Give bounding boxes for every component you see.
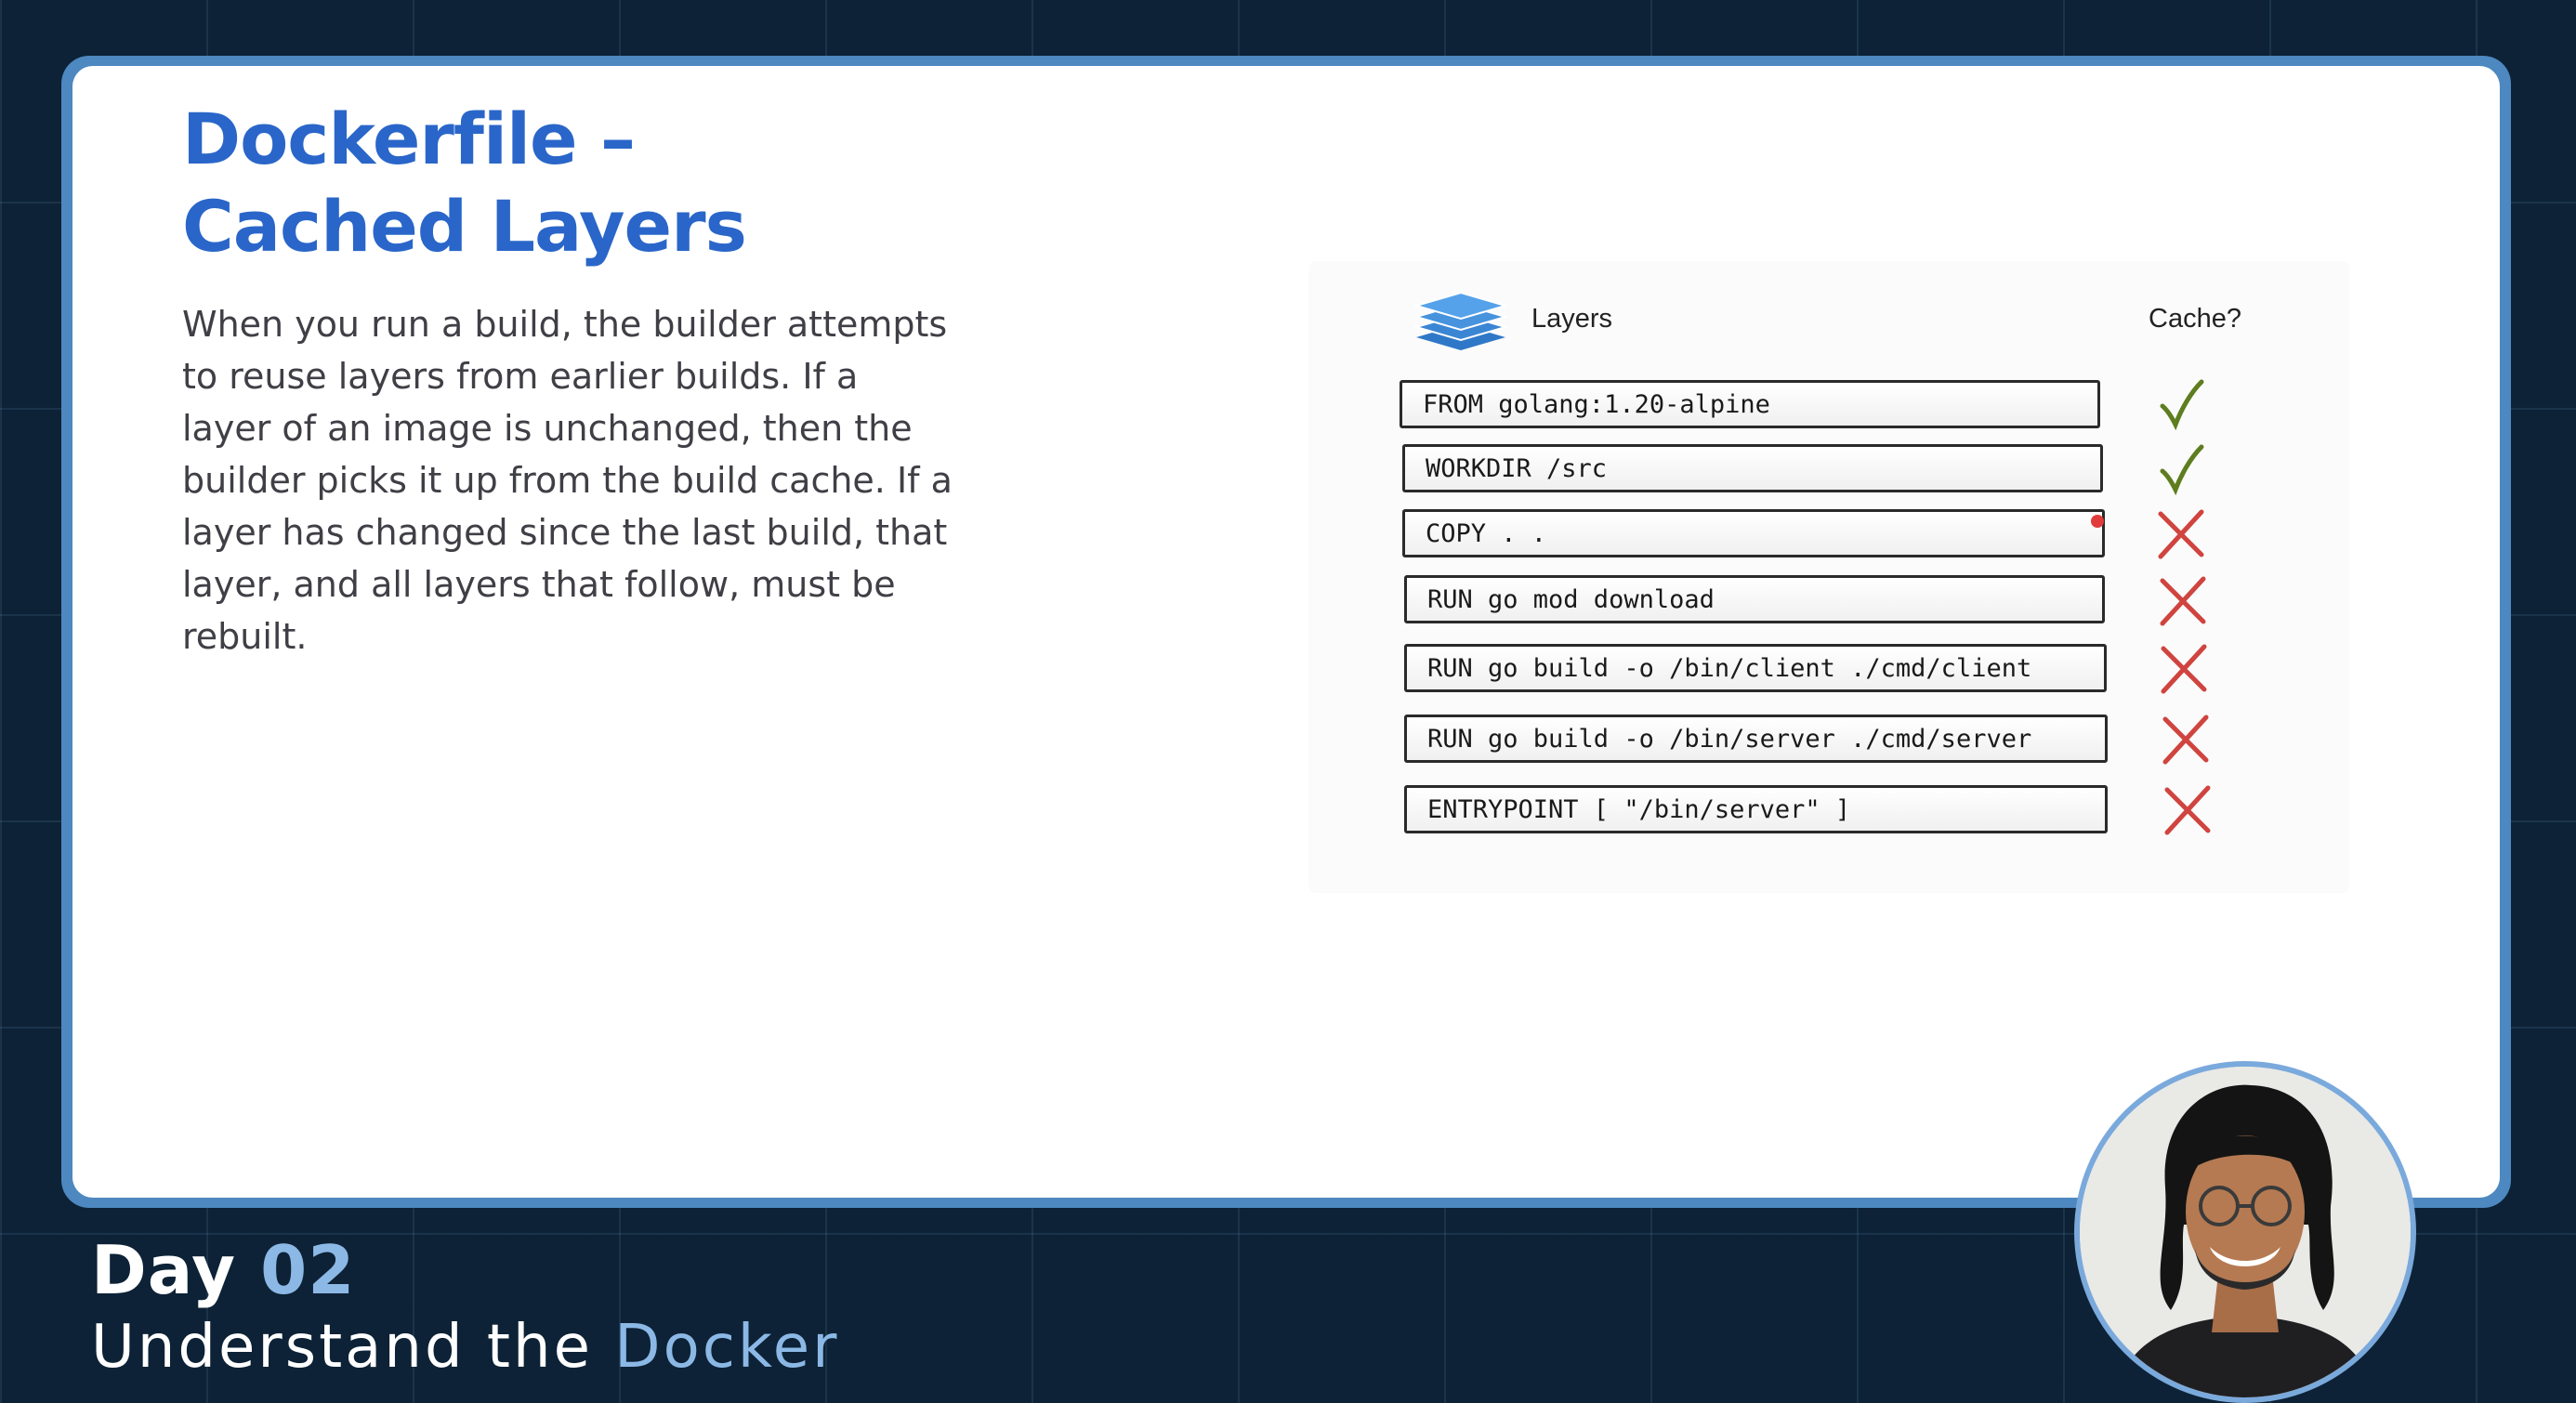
footer-day-label: Day 02: [91, 1228, 355, 1312]
cross-icon: [2162, 715, 2209, 765]
cross-icon: [2158, 509, 2204, 559]
subtitle-main: Understand the: [91, 1313, 593, 1382]
subtitle-accent: Docker: [614, 1313, 840, 1382]
check-icon: [2160, 379, 2204, 430]
layer-row: COPY . .: [1402, 509, 2105, 557]
layer-row: RUN go mod download: [1404, 575, 2105, 623]
layer-row: RUN go build -o /bin/client ./cmd/client: [1404, 644, 2107, 692]
cross-icon: [2160, 576, 2206, 626]
day-word: Day: [91, 1231, 237, 1309]
cache-label: Cache?: [2149, 304, 2241, 334]
check-icon: [2160, 444, 2204, 495]
presenter-avatar: [2080, 1067, 2411, 1397]
title-line-1: Dockerfile –: [182, 98, 636, 180]
presenter-illustration: [2080, 1067, 2411, 1397]
footer-subtitle: Understand the Docker: [91, 1308, 839, 1386]
slide: Dockerfile – Cached Layers When you run …: [72, 66, 2500, 1198]
stacked-layers-icon: [1413, 291, 1509, 350]
cross-icon: [2161, 644, 2207, 694]
body-paragraph: When you run a build, the builder attemp…: [182, 304, 953, 657]
title-line-2: Cached Layers: [182, 185, 747, 268]
laser-pointer-dot: [2091, 515, 2104, 528]
layer-row: RUN go build -o /bin/server ./cmd/server: [1404, 715, 2108, 763]
layers-label: Layers: [1531, 304, 1613, 334]
slide-title: Dockerfile – Cached Layers: [182, 96, 1019, 270]
cross-icon: [2164, 785, 2211, 835]
slide-frame: Dockerfile – Cached Layers When you run …: [61, 56, 2511, 1208]
layer-row: FROM golang:1.20-alpine: [1400, 380, 2100, 428]
layer-row: ENTRYPOINT [ "/bin/server" ]: [1404, 785, 2108, 833]
day-number: 02: [260, 1231, 356, 1309]
layer-row: WORKDIR /src: [1402, 444, 2103, 492]
layer-cache-diagram: Layers Cache? FROM golang:1.20-alpine WO…: [1308, 261, 2349, 893]
presenter-avatar-frame: [2074, 1061, 2416, 1403]
